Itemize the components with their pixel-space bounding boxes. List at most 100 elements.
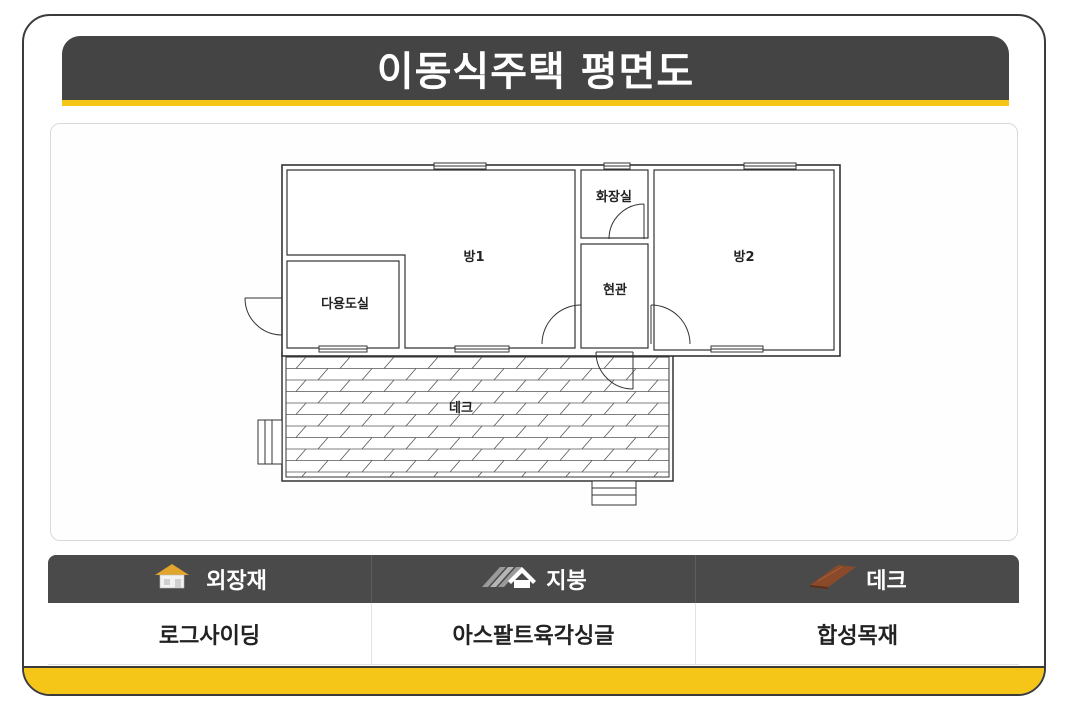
deck-board-joint — [647, 379, 659, 392]
deck-board-joint — [405, 460, 417, 473]
deck-board-joint — [427, 402, 439, 415]
deck-board-joint — [515, 357, 527, 369]
deck-board-joint — [493, 368, 505, 381]
deck-board-joint — [471, 448, 483, 461]
windows — [318, 162, 797, 353]
deck-board-joint — [295, 402, 307, 415]
deck-board-joint — [471, 357, 483, 369]
deck-board-joint — [405, 437, 417, 450]
bottom-accent-band — [24, 666, 1044, 694]
deck-board-joint — [581, 368, 593, 381]
deck-board-joint — [515, 402, 527, 415]
deck-board-joint — [317, 368, 329, 381]
deck-board-joint — [565, 471, 571, 477]
floor-plan-panel: 방1 방2 화장실 다용도실 현관 데크 — [50, 123, 1018, 541]
spec-value-roof: 아스팔트육각싱글 — [372, 603, 696, 664]
spec-value-deck: 합성목재 — [817, 623, 898, 649]
building-walls — [281, 164, 841, 357]
deck-board-joint — [471, 425, 483, 438]
spec-header-row: 외장재 지붕 — [48, 555, 1019, 603]
deck-board-joint — [559, 402, 571, 415]
deck-board-joint — [295, 379, 307, 392]
spec-value-row: 로그사이딩 아스팔트육각싱글 합성목재 — [48, 603, 1019, 665]
deck-board-joint — [625, 368, 637, 381]
deck-board-joint — [383, 357, 395, 369]
deck-board-joint — [405, 414, 417, 427]
spec-header-exterior: 외장재 — [48, 555, 372, 603]
deck-board-joint — [581, 391, 593, 404]
spec-header-label: 데크 — [866, 569, 907, 594]
deck-board-joint — [405, 391, 417, 404]
deck-board-joint — [537, 460, 549, 473]
deck-board-joint — [537, 437, 549, 450]
deck-board-joint — [339, 379, 351, 392]
deck-board-joint — [493, 460, 505, 473]
deck-board-joint — [493, 414, 505, 427]
deck-board-joint — [537, 391, 549, 404]
spec-header-label: 지붕 — [546, 569, 587, 594]
page-title: 이동식주택 평면도 — [376, 49, 695, 95]
deck-board-joint — [317, 437, 329, 450]
deck-board-joint — [339, 448, 351, 461]
deck-board-joint — [515, 448, 527, 461]
deck-board-joint — [295, 357, 307, 369]
deck-board-joint — [625, 414, 637, 427]
deck-board-joint — [477, 471, 483, 477]
deck-board-joint — [559, 425, 571, 438]
deck-label: 데크 — [449, 401, 473, 416]
deck-board-joint — [493, 437, 505, 450]
deck-board-joint — [647, 425, 659, 438]
deck-board-joint — [449, 391, 461, 404]
doors — [244, 203, 691, 390]
spec-header-label: 외장재 — [206, 569, 267, 594]
deck-board-joint — [389, 471, 395, 477]
deck-board-joint — [559, 448, 571, 461]
deck-board-joint — [339, 402, 351, 415]
room2-label: 방2 — [733, 249, 754, 265]
deck-board-joint — [449, 437, 461, 450]
deck-board-joint — [317, 391, 329, 404]
deck-board-joint — [581, 437, 593, 450]
deck-board-joint — [427, 379, 439, 392]
spec-header-deck: 데크 — [696, 555, 1019, 603]
house-icon — [152, 562, 198, 596]
deck-board-joint — [581, 460, 593, 473]
deck-board-joint — [603, 402, 615, 415]
deck-area — [257, 352, 674, 506]
title-bar: 이동식주택 평면도 — [62, 36, 1009, 106]
deck-board-joint — [295, 425, 307, 438]
deck-board-joint — [427, 448, 439, 461]
deck-board-joint — [345, 471, 351, 477]
deck-board-joint — [295, 448, 307, 461]
spec-value-exterior: 로그사이딩 — [48, 603, 372, 664]
deck-board-joint — [537, 368, 549, 381]
deck-board-joint — [581, 414, 593, 427]
deck-board-joint — [493, 391, 505, 404]
entrance-label: 현관 — [603, 282, 627, 298]
deck-board-joint — [433, 471, 439, 477]
deck-board-joint — [609, 471, 615, 477]
utility-label: 다용도실 — [321, 296, 369, 312]
deck-board-joint — [361, 391, 373, 404]
deck-board-joint — [339, 425, 351, 438]
deck-board-joint — [647, 448, 659, 461]
deck-board-joint — [317, 460, 329, 473]
deck-board-joint — [653, 471, 659, 477]
deck-board-joint — [515, 379, 527, 392]
deck-board-joint — [449, 414, 461, 427]
deck-board-joint — [625, 391, 637, 404]
floor-plan-drawing: 방1 방2 화장실 다용도실 현관 데크 — [244, 162, 841, 506]
deck-board-joint — [449, 460, 461, 473]
deck-board-joint — [647, 357, 659, 369]
deck-board-joint — [537, 414, 549, 427]
deck-board-joint — [559, 357, 571, 369]
deck-board-joint — [471, 379, 483, 392]
deck-board-joint — [427, 425, 439, 438]
deck-board-joint — [361, 414, 373, 427]
deck-board-joint — [625, 437, 637, 450]
deck-board-joint — [339, 357, 351, 369]
deck-board-joint — [603, 379, 615, 392]
deck-board-joint — [383, 448, 395, 461]
deck-board-joint — [361, 368, 373, 381]
deck-board-joint — [471, 402, 483, 415]
